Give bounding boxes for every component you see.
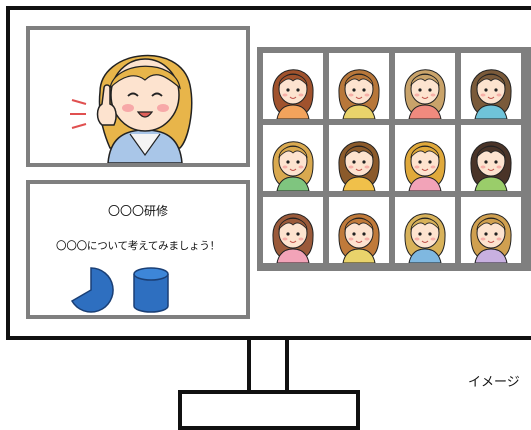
pie-chart-icon bbox=[70, 267, 114, 313]
participant-tile[interactable] bbox=[329, 197, 389, 263]
slide-body: 〇〇〇について考えてみましょう！ bbox=[56, 240, 220, 252]
presenter-avatar bbox=[70, 54, 193, 163]
participant-avatar bbox=[470, 69, 512, 119]
participant-tile[interactable] bbox=[263, 125, 323, 191]
participant-avatar bbox=[404, 213, 446, 263]
participant-avatar bbox=[338, 141, 380, 191]
monitor-base bbox=[178, 390, 360, 430]
participant-tile[interactable] bbox=[329, 125, 389, 191]
database-cylinder-icon bbox=[133, 267, 169, 313]
participant-avatar bbox=[272, 213, 314, 263]
participant-avatar bbox=[404, 69, 446, 119]
participant-tile[interactable] bbox=[263, 53, 323, 119]
participant-tile[interactable] bbox=[395, 53, 455, 119]
participant-avatar bbox=[272, 141, 314, 191]
participant-tile[interactable] bbox=[329, 53, 389, 119]
participant-avatar bbox=[470, 141, 512, 191]
participant-avatar bbox=[338, 69, 380, 119]
participant-tile[interactable] bbox=[461, 53, 521, 119]
participant-avatar bbox=[404, 141, 446, 191]
presenter-video[interactable] bbox=[26, 26, 250, 167]
slide-title: 〇〇〇研修 bbox=[107, 204, 168, 218]
image-caption: イメージ bbox=[468, 375, 520, 390]
participant-tile[interactable] bbox=[263, 197, 323, 263]
participant-grid bbox=[257, 47, 531, 271]
participant-tile[interactable] bbox=[461, 125, 521, 191]
participant-avatar bbox=[272, 69, 314, 119]
participant-tile[interactable] bbox=[395, 197, 455, 263]
participant-avatar bbox=[338, 213, 380, 263]
participant-tile[interactable] bbox=[395, 125, 455, 191]
participant-avatar bbox=[470, 213, 512, 263]
slide-icons bbox=[66, 264, 176, 320]
shared-slide[interactable]: 〇〇〇研修 〇〇〇について考えてみましょう！ bbox=[26, 180, 250, 319]
participant-tile[interactable] bbox=[461, 197, 521, 263]
monitor-stand bbox=[247, 340, 289, 390]
